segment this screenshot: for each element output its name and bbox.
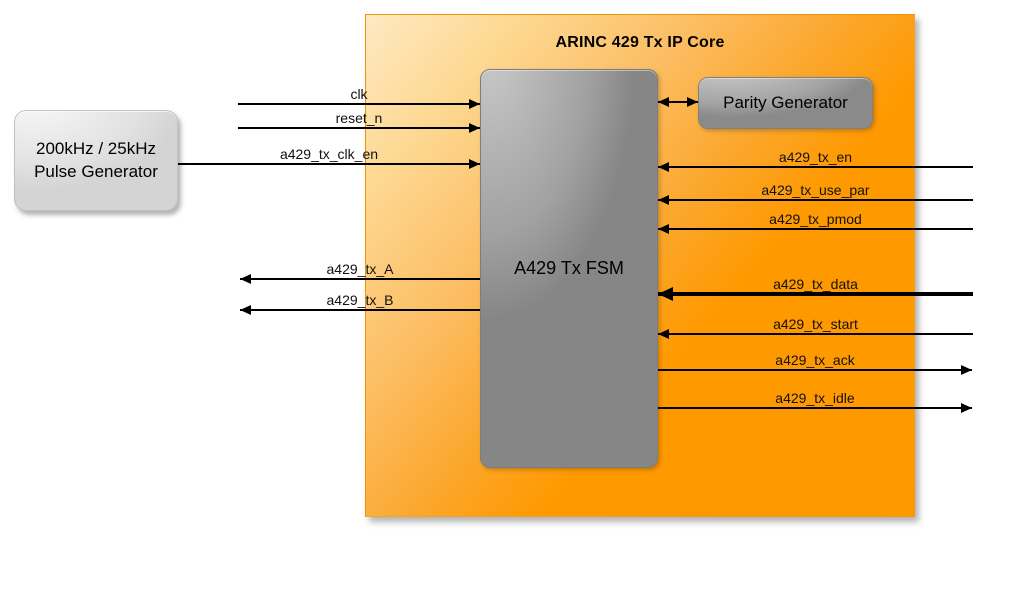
- signal-label: a429_tx_start: [773, 316, 858, 332]
- signal-label: a429_tx_B: [326, 292, 394, 308]
- signal-line: [658, 407, 972, 409]
- arrowhead-right-icon: [961, 365, 972, 375]
- signal-a429_tx_idle: a429_tx_idle: [658, 383, 972, 415]
- arrowhead-left-icon: [658, 224, 669, 234]
- signal-label: a429_tx_en: [778, 149, 853, 165]
- signal-clk: clk: [238, 79, 480, 111]
- signal-a429_tx_start: a429_tx_start: [658, 309, 973, 341]
- signal-line: [658, 166, 973, 168]
- signal-reset_n: reset_n: [238, 103, 480, 135]
- arrowhead-right-icon: [469, 123, 480, 133]
- ip-core-title: ARINC 429 Tx IP Core: [555, 34, 725, 51]
- signal-a429_tx_pmod: a429_tx_pmod: [658, 204, 973, 236]
- parity-generator-label: Parity Generator: [723, 93, 848, 112]
- arrowhead-left-icon: [658, 329, 669, 339]
- signal-label: a429_tx_idle: [775, 390, 855, 406]
- signal-line: [240, 278, 480, 280]
- signal-line: [658, 199, 973, 201]
- signal-line: [658, 228, 973, 230]
- signal-a429_tx_ack: a429_tx_ack: [658, 345, 972, 377]
- pulse-generator-label: 200kHz / 25kHz Pulse Generator: [34, 138, 158, 182]
- signal-a429_tx_B: a429_tx_B: [240, 285, 480, 317]
- fsm-label: A429 Tx FSM: [514, 258, 624, 278]
- signal-line: [658, 333, 973, 335]
- fsm-block: A429 Tx FSM: [480, 69, 658, 468]
- signal-label: a429_tx_clk_en: [279, 146, 379, 162]
- pulse-generator-block: 200kHz / 25kHz Pulse Generator: [14, 110, 178, 211]
- pulse-generator-label-line2: Pulse Generator: [34, 161, 158, 181]
- signal-line: [238, 127, 480, 129]
- signal-label: reset_n: [335, 110, 383, 126]
- arrowhead-right-icon: [961, 403, 972, 413]
- arrowhead-left-icon: [240, 305, 251, 315]
- arrowhead-left-icon: [658, 97, 669, 107]
- arrowhead-right-icon: [687, 97, 698, 107]
- signal-a429_tx_data: a429_tx_data: [658, 269, 973, 301]
- signal-label: a429_tx_use_par: [761, 182, 870, 198]
- signal-parity_link: [658, 77, 698, 109]
- arrowhead-left-icon: [240, 274, 251, 284]
- arrowhead-right-icon: [469, 99, 480, 109]
- signal-a429_tx_en: a429_tx_en: [658, 142, 973, 174]
- pulse-generator-label-line1: 200kHz / 25kHz: [35, 139, 156, 159]
- signal-line: [240, 309, 480, 311]
- arrowhead-left-icon: [658, 287, 673, 301]
- arrowhead-left-icon: [658, 195, 669, 205]
- signal-line: [238, 103, 480, 105]
- signal-label: a429_tx_data: [773, 276, 858, 292]
- signal-line: [178, 163, 480, 165]
- arrowhead-left-icon: [658, 162, 669, 172]
- signal-label: a429_tx_pmod: [769, 211, 862, 227]
- parity-generator-block: Parity Generator: [698, 77, 873, 129]
- signal-line: [658, 369, 972, 371]
- signal-label: a429_tx_A: [326, 261, 394, 277]
- signal-a429_tx_clk_en: a429_tx_clk_en: [178, 139, 480, 171]
- signal-label: a429_tx_ack: [775, 352, 855, 368]
- signal-a429_tx_use_par: a429_tx_use_par: [658, 175, 973, 207]
- signal-a429_tx_A: a429_tx_A: [240, 254, 480, 286]
- signal-label: clk: [350, 86, 368, 102]
- arrowhead-right-icon: [469, 159, 480, 169]
- signal-line: [658, 292, 973, 296]
- signal-line: [658, 101, 698, 103]
